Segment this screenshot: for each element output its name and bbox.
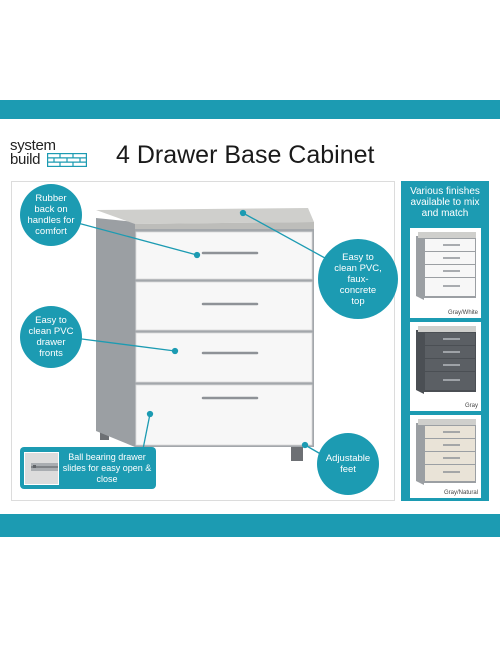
callout-fronts: Easy to clean PVC drawer fronts xyxy=(20,306,82,368)
top-accent-bar xyxy=(0,100,500,119)
cabinet-side xyxy=(96,218,135,447)
drawer-3 xyxy=(135,332,313,383)
drawer-slides-label: Ball bearing drawer slides for easy open… xyxy=(62,452,152,484)
finish-label-2: Gray xyxy=(464,403,478,409)
finish-gray-white: Gray/White xyxy=(410,228,481,318)
finish-gray: Gray xyxy=(410,322,481,411)
callout-top: Easy to clean PVC, faux-concrete top xyxy=(318,239,398,319)
brand-logo: system build xyxy=(10,137,87,170)
drawer-4 xyxy=(135,384,313,446)
callout-drawer-slides: Ball bearing drawer slides for easy open… xyxy=(20,447,156,489)
finish-label-3: Gray/Natural xyxy=(443,490,478,496)
finish-gray-natural: Gray/Natural xyxy=(410,415,481,498)
brand-line-1: system xyxy=(10,137,56,154)
brick-icon xyxy=(47,153,87,167)
drawer-2 xyxy=(135,281,313,331)
brand-line-2: build xyxy=(10,151,41,168)
drawer-slide-photo xyxy=(24,452,59,485)
callout-feet: Adjustable feet xyxy=(317,433,379,495)
drawer-1 xyxy=(135,231,313,280)
finish-label-1: Gray/White xyxy=(447,310,478,316)
finishes-title: Various finishes available to mix and ma… xyxy=(410,186,480,219)
bottom-accent-bar xyxy=(0,514,500,537)
page-title: 4 Drawer Base Cabinet xyxy=(116,141,375,169)
callout-handles: Rubber back on handles for comfort xyxy=(20,184,82,246)
finishes-sidebar: Various finishes available to mix and ma… xyxy=(401,181,489,501)
cabinet-top xyxy=(96,208,314,224)
